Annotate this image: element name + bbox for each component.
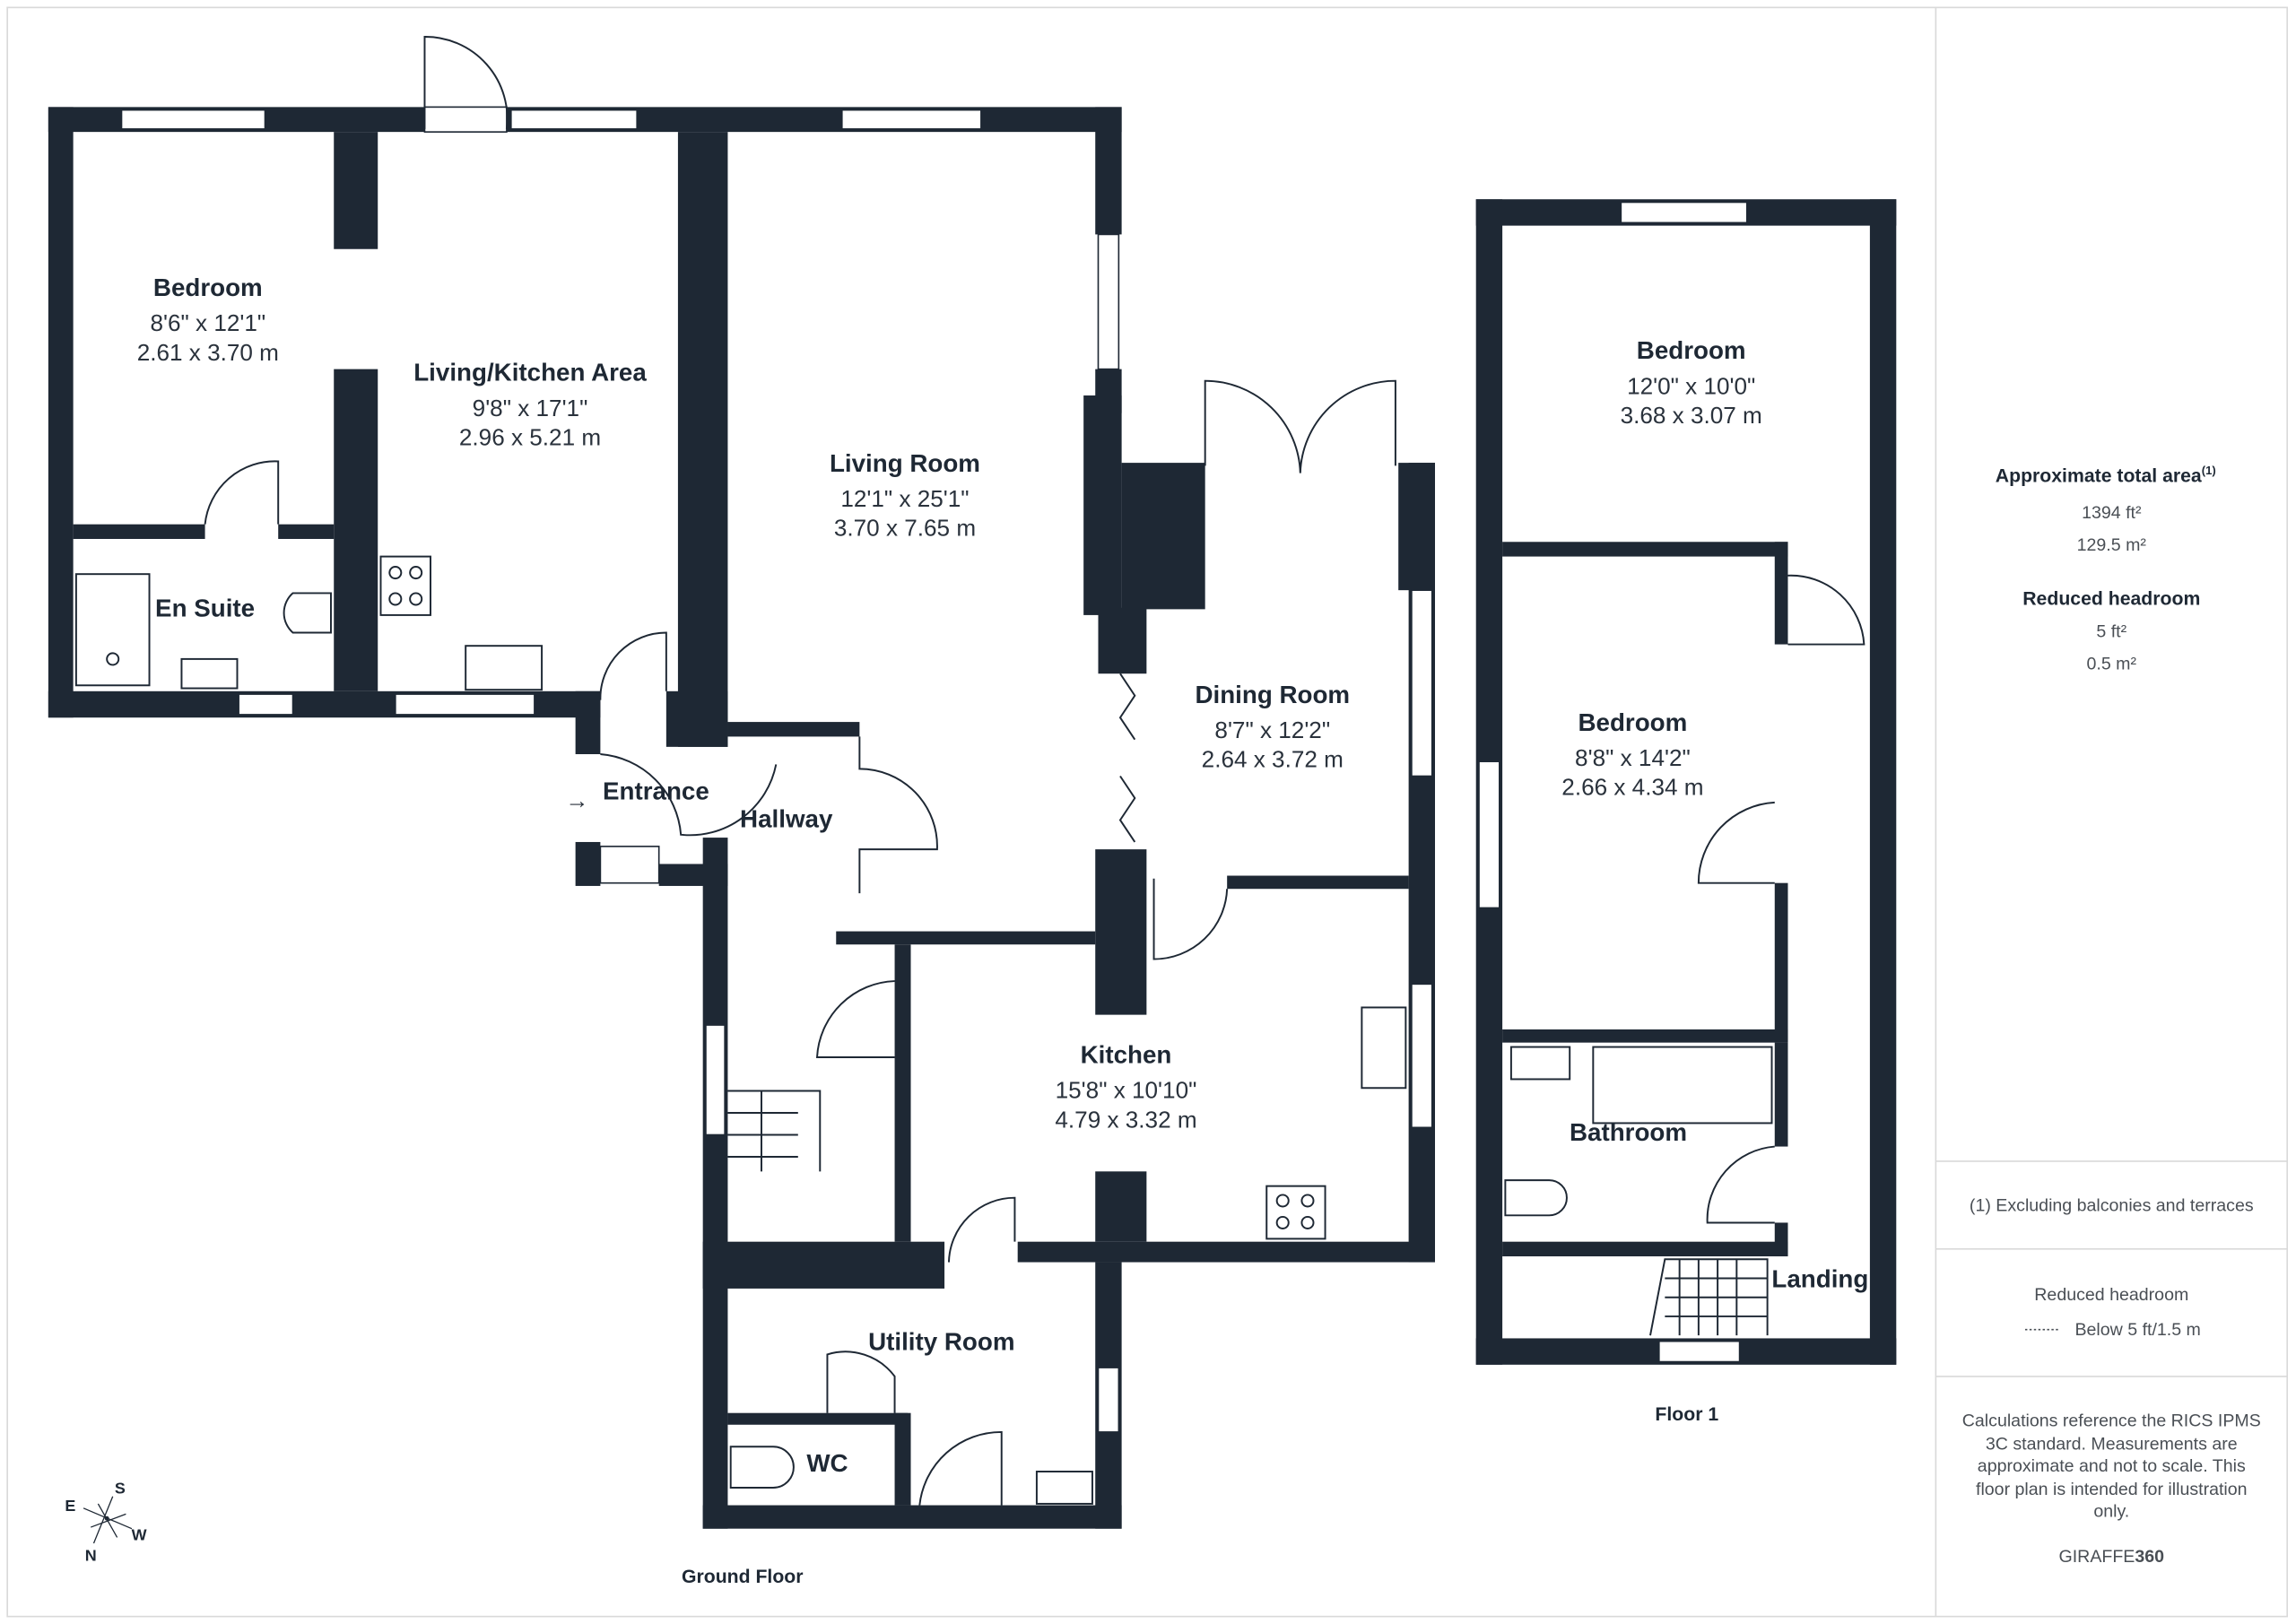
ground-floor-windows xyxy=(120,106,1433,1433)
svg-text:Bedroom: Bedroom xyxy=(153,274,263,301)
room-dining-room: Dining Room 8'7" x 12'2" 2.64 x 3.72 m xyxy=(1195,681,1350,773)
brand-logo: GIRAFFE360 xyxy=(2059,1547,2165,1567)
room-en-suite: En Suite xyxy=(155,595,255,622)
floor-1-label: Floor 1 xyxy=(1655,1404,1718,1425)
svg-text:Kitchen: Kitchen xyxy=(1081,1040,1172,1068)
room-entrance: Entrance xyxy=(603,777,709,805)
room-living-room: Living Room 12'1" x 25'1" 3.70 x 7.65 m xyxy=(830,449,980,542)
floor-1-fixtures xyxy=(1504,574,1866,1336)
total-area-ft: 1394 ft² xyxy=(2082,503,2142,523)
svg-text:Dining Room: Dining Room xyxy=(1195,681,1350,708)
svg-text:12'0" x 10'0": 12'0" x 10'0" xyxy=(1627,372,1755,399)
svg-text:8'6" x 12'1": 8'6" x 12'1" xyxy=(150,309,265,336)
room-bathroom: Bathroom xyxy=(1570,1118,1687,1146)
svg-text:8'8" x 14'2": 8'8" x 14'2" xyxy=(1575,744,1691,771)
footnote: (1) Excluding balconies and terraces xyxy=(1970,1195,2254,1215)
svg-text:Bedroom: Bedroom xyxy=(1578,708,1688,736)
svg-text:3.68 x 3.07 m: 3.68 x 3.07 m xyxy=(1621,402,1762,429)
total-area-m: 129.5 m² xyxy=(2077,535,2147,555)
total-area-title: Approximate total area(1) xyxy=(1996,464,2216,486)
svg-text:S: S xyxy=(115,1479,126,1497)
disclaimer-line: Calculations reference the RICS IPMS xyxy=(1962,1411,2261,1430)
svg-text:Living Room: Living Room xyxy=(830,449,980,477)
svg-text:12'1" x 25'1": 12'1" x 25'1" xyxy=(840,485,969,512)
disclaimer-line: 3C standard. Measurements are xyxy=(1986,1435,2238,1455)
svg-text:8'7" x 12'2": 8'7" x 12'2" xyxy=(1214,716,1330,743)
compass-icon: S E W N xyxy=(65,1479,146,1564)
svg-text:2.61 x 3.70 m: 2.61 x 3.70 m xyxy=(137,339,279,366)
svg-text:N: N xyxy=(85,1547,97,1565)
reduced-headroom-ft: 5 ft² xyxy=(2096,621,2126,641)
room-landing: Landing xyxy=(1771,1264,1868,1292)
room-living-kitchen: Living/Kitchen Area 9'8" x 17'1" 2.96 x … xyxy=(413,359,647,451)
ground-floor-fixtures xyxy=(74,36,1407,1506)
svg-text:Living/Kitchen Area: Living/Kitchen Area xyxy=(413,359,647,386)
reduced-headroom-title: Reduced headroom xyxy=(2022,588,2200,609)
entrance-arrow-icon: → xyxy=(565,786,588,813)
room-bedroom-ground: Bedroom 8'6" x 12'1" 2.61 x 3.70 m xyxy=(137,274,279,366)
room-kitchen: Kitchen 15'8" x 10'10" 4.79 x 3.32 m xyxy=(1055,1040,1196,1133)
reduced-headroom-m: 0.5 m² xyxy=(2087,654,2137,673)
floor-1-walls xyxy=(1475,199,1897,1365)
svg-text:W: W xyxy=(132,1526,147,1544)
disclaimer-line: floor plan is intended for illustration xyxy=(1976,1480,2248,1499)
info-panel: Approximate total area(1) 1394 ft² 129.5… xyxy=(1962,464,2261,1567)
frame xyxy=(6,6,2289,1618)
floor-1-windows xyxy=(1478,201,1748,1363)
legend-title: Reduced headroom xyxy=(2034,1285,2188,1305)
svg-text:2.64 x 3.72 m: 2.64 x 3.72 m xyxy=(1202,746,1344,773)
room-hallway: Hallway xyxy=(740,805,833,833)
disclaimer-line: only. xyxy=(2093,1502,2129,1522)
room-bedroom-f1-a: Bedroom 12'0" x 10'0" 3.68 x 3.07 m xyxy=(1621,336,1762,429)
room-bedroom-f1-b: Bedroom 8'8" x 14'2" 2.66 x 4.34 m xyxy=(1561,708,1703,801)
svg-text:3.70 x 7.65 m: 3.70 x 7.65 m xyxy=(834,515,976,542)
svg-text:15'8" x 10'10": 15'8" x 10'10" xyxy=(1056,1077,1197,1104)
svg-text:E: E xyxy=(65,1497,75,1515)
svg-text:2.66 x 4.34 m: 2.66 x 4.34 m xyxy=(1561,774,1703,801)
svg-text:9'8" x 17'1": 9'8" x 17'1" xyxy=(473,395,588,421)
ground-floor-label: Ground Floor xyxy=(682,1567,804,1587)
room-utility: Utility Room xyxy=(868,1327,1014,1355)
room-wc: WC xyxy=(806,1449,848,1477)
svg-text:Bedroom: Bedroom xyxy=(1637,336,1746,364)
legend-item: Below 5 ft/1.5 m xyxy=(2074,1320,2200,1340)
svg-text:4.79 x 3.32 m: 4.79 x 3.32 m xyxy=(1055,1106,1196,1133)
svg-text:2.96 x 5.21 m: 2.96 x 5.21 m xyxy=(459,424,601,451)
disclaimer-line: approximate and not to scale. This xyxy=(1978,1456,2246,1476)
